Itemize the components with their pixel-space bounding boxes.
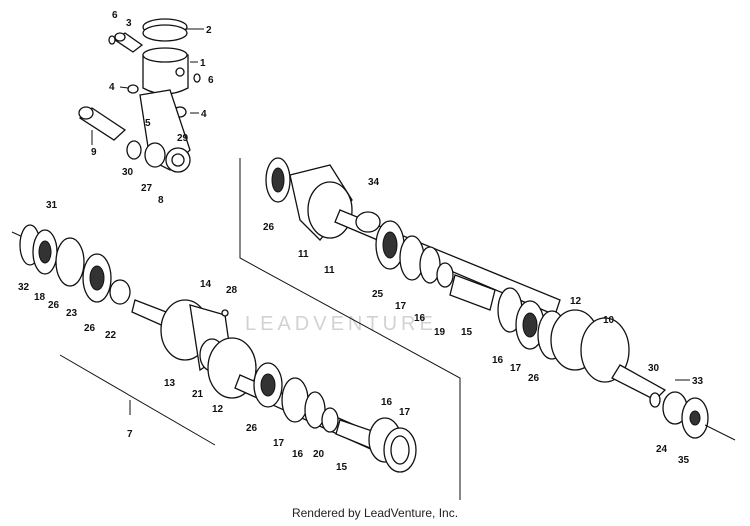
callout: 29: [177, 133, 189, 144]
callout: 4: [201, 109, 207, 120]
callout: 16: [414, 313, 426, 324]
callout: 18: [34, 292, 46, 303]
callout: 11: [298, 249, 309, 260]
callout: 17: [510, 363, 522, 374]
callout: 16: [381, 397, 393, 408]
callout: 10: [603, 315, 615, 326]
callout: 22: [105, 330, 117, 341]
callout: 30: [648, 363, 660, 374]
connecting-rod: [139, 89, 191, 173]
assembly-outline: [59, 158, 461, 500]
callout: 25: [372, 289, 384, 300]
watermark: LEADVENTURE: [245, 313, 437, 335]
callout: 15: [461, 327, 473, 338]
callout: 13: [164, 378, 176, 389]
callout: 19: [434, 327, 446, 338]
callout: 17: [399, 407, 411, 418]
piston-pin: [113, 32, 144, 53]
clips: [108, 35, 201, 118]
callout: 12: [570, 296, 582, 307]
callout: 26: [246, 423, 258, 434]
callout: 16: [292, 449, 304, 460]
crank-pin: [78, 106, 142, 160]
callout: 23: [66, 308, 78, 319]
callout: 27: [141, 183, 153, 194]
callout: 8: [158, 195, 164, 206]
callout: 5: [145, 118, 151, 129]
right-crank-assembly: [265, 157, 736, 441]
callout: 6: [112, 10, 118, 21]
callout: 31: [46, 200, 58, 211]
callout-labels: 6 3 2 1 4 6 5 4 9 30 27 8 29 34 26 11 11…: [18, 10, 704, 473]
callout: 32: [18, 282, 30, 293]
footer-credit: Rendered by LeadVenture, Inc.: [291, 506, 459, 520]
piston: [142, 18, 189, 95]
callout: 24: [656, 444, 668, 455]
callout: 14: [200, 279, 212, 290]
callout: 30: [122, 167, 134, 178]
callout: 21: [192, 389, 204, 400]
callout: 11: [324, 265, 335, 276]
callout: 17: [395, 301, 407, 312]
callout: 1: [200, 58, 206, 69]
callout: 28: [226, 285, 238, 296]
callout: 6: [208, 75, 214, 86]
callout: 4: [109, 82, 115, 93]
callout: 26: [84, 323, 96, 334]
callout: 26: [528, 373, 540, 384]
callout: 35: [678, 455, 690, 466]
callout: 20: [313, 449, 325, 460]
callout: 26: [263, 222, 275, 233]
left-crank-assembly: [11, 224, 417, 473]
callout: 34: [368, 177, 380, 188]
callout: 9: [91, 147, 97, 158]
callout: 16: [492, 355, 504, 366]
leader-lines: [91, 28, 690, 381]
callout: 15: [336, 462, 348, 473]
callout: 33: [692, 376, 704, 387]
callout: 3: [126, 18, 132, 29]
callout: 7: [127, 429, 133, 440]
callout: 2: [206, 25, 212, 36]
callout: 26: [48, 300, 60, 311]
callout: 12: [212, 404, 224, 415]
callout: 17: [273, 438, 285, 449]
